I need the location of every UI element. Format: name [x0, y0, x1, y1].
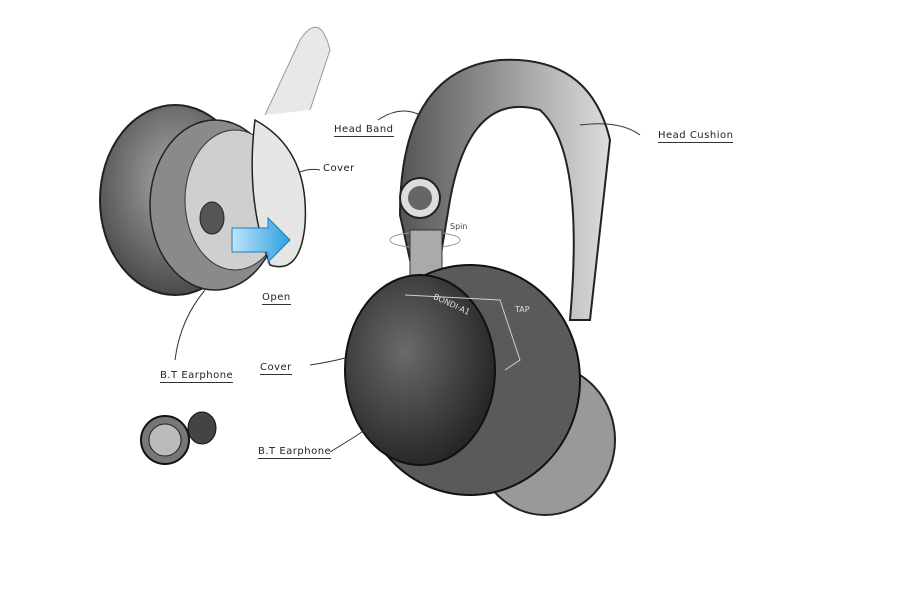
hinge-logo-center — [408, 186, 432, 210]
left-headband-fragment — [264, 26, 331, 116]
label-bt-earphone-main: B.T Earphone — [258, 446, 332, 459]
main-earcup — [344, 264, 616, 516]
tap-label: TAP — [515, 305, 530, 314]
label-head-cushion: Head Cushion — [658, 130, 734, 143]
leader-lines — [174, 110, 641, 453]
main-cover — [344, 274, 496, 466]
label-head-band: Head Band — [334, 124, 394, 137]
label-cover-main: Cover — [260, 362, 292, 375]
left-earcup — [99, 104, 307, 296]
label-bt-earphone-left: B.T Earphone — [160, 370, 234, 383]
label-spin: Spin — [450, 222, 468, 231]
head-band — [398, 58, 612, 321]
open-arrow-icon — [231, 216, 291, 264]
label-open: Open — [262, 292, 291, 305]
bt-earphone-loose — [140, 411, 217, 465]
label-cover-top: Cover — [323, 163, 355, 174]
earphone-slot — [199, 201, 225, 235]
